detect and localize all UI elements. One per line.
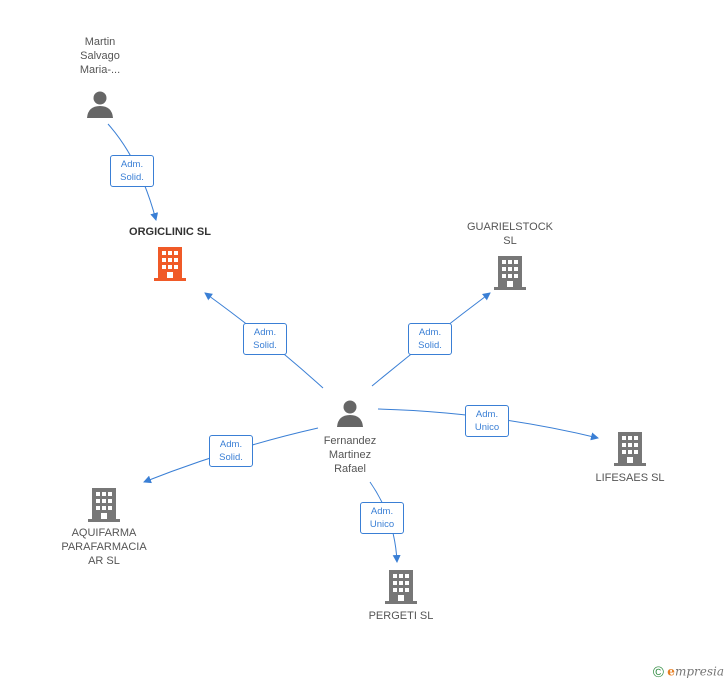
edge-label-line: Adm. [120,159,144,170]
person-icon [337,400,363,427]
footer-brand: © empresia [653,664,724,681]
edge-label-line: Adm. [219,439,243,450]
node-orgiclinic[interactable]: ORGICLINIC SL [110,225,230,281]
node-aquifarma-line-2: PARAFARMACIA [61,541,147,553]
building-icon [494,256,526,290]
person-icon [87,91,113,118]
node-fernandez-line-3: Rafael [334,463,366,475]
edge-label-line: Adm. [370,506,394,517]
edge-label-fernandez-aquifarma[interactable]: Adm. Solid. [209,435,253,467]
node-guarielstock[interactable]: GUARIELSTOCK SL [460,220,560,290]
edge-label-line: Solid. [253,340,277,351]
node-aquifarma-line-3: AR SL [88,555,120,567]
node-guarielstock-line-1: GUARIELSTOCK [467,221,553,233]
node-fernandez-line-1: Fernandez [323,435,377,447]
node-martin-line-2: Salvago [80,50,120,62]
building-icon [154,247,186,281]
edge-label-line: Unico [474,422,500,433]
edge-label-line: Solid. [418,340,442,351]
node-pergeti[interactable]: PERGETI SL [356,570,446,623]
edge-label-line: Adm. [475,409,499,420]
edge-label-line: Adm. [418,327,442,338]
node-aquifarma-line-1: AQUIFARMA [71,527,137,539]
brand-rest: mpresia [674,664,724,679]
edge-label-line: Solid. [219,452,243,463]
node-fernandez-line-2: Martinez [328,449,372,461]
edge-label-fernandez-orgiclinic[interactable]: Adm. Solid. [243,323,287,355]
node-lifesaes-line-1: LIFESAES SL [595,472,665,484]
building-icon [88,488,120,522]
edge-label-line: Solid. [120,172,144,183]
node-martin-line-3: Maria-... [79,64,121,76]
edge-label-line: Adm. [253,327,277,338]
edge-label-fernandez-pergeti[interactable]: Adm. Unico [360,502,404,534]
edge-label-fernandez-lifesaes[interactable]: Adm. Unico [465,405,509,437]
edge-label-martin-orgiclinic[interactable]: Adm. Solid. [110,155,154,187]
node-lifesaes[interactable]: LIFESAES SL [580,432,680,485]
node-aquifarma[interactable]: AQUIFARMA PARAFARMACIA AR SL [49,488,159,568]
node-fernandez[interactable]: Fernandez Martinez Rafael [305,398,395,476]
edge-label-line: Unico [369,519,395,530]
copyright-icon: © [652,664,664,681]
node-guarielstock-line-2: SL [503,235,517,247]
brand-logo: empresia [667,665,724,679]
brand-first: e [667,664,675,679]
node-orgiclinic-line-1: ORGICLINIC SL [129,226,211,238]
building-icon [614,432,646,466]
building-icon [385,570,417,604]
edge-label-fernandez-guarielstock[interactable]: Adm. Solid. [408,323,452,355]
node-pergeti-line-1: PERGETI SL [368,610,434,622]
node-martin[interactable]: Martin Salvago Maria-... [60,35,140,119]
node-martin-line-1: Martin [84,36,116,48]
